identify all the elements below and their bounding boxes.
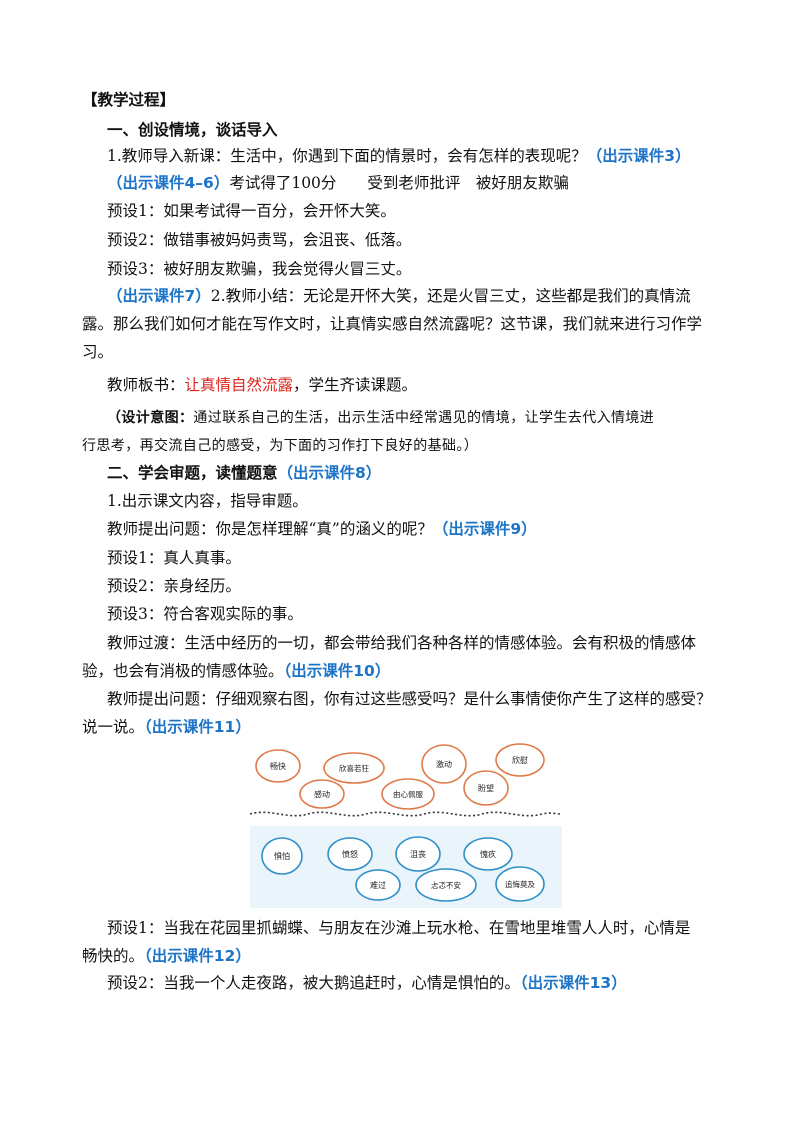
section1-paragraph2: （出示课件4–6）考试得了100分 受到老师批评 被好朋友欺骗 — [107, 172, 569, 194]
question-text: 教师提出问题：你是怎样理解“真”的涵义的呢？ — [107, 520, 433, 538]
negative-emotion-bubble — [355, 869, 401, 901]
paragraph-text: 验，也会有消极的情感体验。 — [82, 662, 284, 680]
emotion-label: 感动 — [314, 789, 330, 799]
preset-2: 预设2：做错事被妈妈责骂，会沮丧、低落。 — [107, 231, 412, 249]
preset-3: 预设3：被好朋友欺骗，我会觉得火冒三丈。 — [107, 260, 412, 278]
courseware-tag: （出示课件11） — [144, 718, 251, 736]
answer-2: 预设2：当我一个人走夜路，被大鹅追赶时，心情是惧怕的。（出示课件13） — [107, 972, 627, 994]
answer-preset-2: 预设2：亲身经历。 — [107, 577, 241, 595]
question-1: 教师提出问题：你是怎样理解“真”的涵义的呢？（出示课件9） — [107, 518, 537, 540]
emotion-label: 欣慰 — [512, 755, 528, 765]
section2-title-row: 二、学会审题，读懂题意（出示课件8） — [107, 462, 381, 484]
negative-emotion-bubble — [327, 837, 373, 871]
emotion-label: 愧疚 — [480, 849, 496, 859]
question-2-line1: 教师提出问题：仔细观察右图，你有过这些感受吗？是什么事情使你产生了这样的感受？ — [107, 690, 712, 708]
emotion-label: 畅快 — [270, 761, 286, 771]
negative-emotion-bubble — [463, 837, 513, 871]
design-intent-label: （设计意图： — [107, 410, 194, 426]
board-prefix: 教师板书： — [107, 376, 185, 394]
wave-divider — [250, 811, 562, 817]
courseware-tag: （出示课件12） — [144, 947, 251, 965]
teacher-transition-line2: 验，也会有消极的情感体验。（出示课件10） — [82, 660, 390, 682]
courseware-tag: （出示课件3） — [586, 147, 691, 165]
lesson-title: 让真情自然流露 — [184, 376, 294, 394]
courseware-tag: （出示课件10） — [283, 662, 391, 680]
section2-paragraph1: 1.出示课文内容，指导审题。 — [107, 492, 308, 510]
emotion-label: 欣喜若狂 — [339, 763, 369, 773]
design-intent-line2: 行思考，再交流自己的感受，为下面的习作打下良好的基础。） — [82, 438, 479, 454]
paragraph-text: 1.教师导入新课：生活中，你遇到下面的情景时，会有怎样的表现呢？ — [107, 147, 587, 165]
positive-emotion-bubble — [421, 744, 467, 784]
emotion-label: 追悔莫及 — [505, 879, 535, 889]
negative-emotion-bubble — [261, 837, 303, 875]
answer-1-line2: 畅快的。（出示课件12） — [82, 945, 251, 967]
design-intent-line1: （设计意图：通过联系自己的生活，出示生活中经常遇见的情境，让学生去代入情境进 — [107, 407, 654, 429]
teacher-summary-line2: 露。那么我们如何才能在写作文时，让真情实感自然流露呢？这节课，我们就来进行习作学 — [82, 315, 703, 333]
question-2-line2: 说一说。（出示课件11） — [82, 716, 251, 738]
emotion-label: 愤怒 — [342, 849, 358, 859]
section2-title: 二、学会审题，读懂题意 — [107, 464, 278, 482]
emotion-label: 沮丧 — [410, 850, 426, 859]
section1-paragraph1: 1.教师导入新课：生活中，你遇到下面的情景时，会有怎样的表现呢？（出示课件3） — [107, 145, 691, 167]
emotion-label: 激动 — [436, 759, 452, 769]
positive-emotion-bubble — [381, 778, 435, 810]
positive-emotion-bubble — [323, 752, 385, 784]
emotion-label: 惧怕 — [274, 851, 290, 861]
scenario-list: 考试得了100分 受到老师批评 被好朋友欺骗 — [229, 174, 569, 192]
emotion-label: 盼望 — [478, 783, 494, 793]
paragraph-text: 畅快的。 — [82, 947, 145, 965]
answer-preset-3: 预设3：符合客观实际的事。 — [107, 605, 303, 623]
board-suffix: ，学生齐读课题。 — [293, 376, 418, 394]
paragraph-text: 说一说。 — [82, 718, 145, 736]
negative-emotion-bubble — [395, 836, 441, 872]
positive-emotion-bubble — [255, 749, 301, 783]
paragraph-text: 2.教师小结：无论是开怀大笑，还是火冒三丈，这些都是我们的真情流 — [210, 287, 691, 305]
negative-emotion-bubble — [495, 866, 545, 902]
emotion-label: 由心佩服 — [393, 789, 423, 799]
teacher-summary-line3: 习。 — [82, 343, 114, 361]
negative-emotion-bubble — [415, 868, 477, 902]
courseware-tag: （出示课件13） — [519, 974, 627, 992]
section1-title: 一、创设情境，谈话导入 — [107, 121, 278, 139]
answer-1-line1: 预设1：当我在花园里抓蝴蝶、与朋友在沙滩上玩水枪、在雪地里堆雪人人时，心情是 — [107, 919, 691, 937]
design-intent-text: 通过联系自己的生活，出示生活中经常遇见的情境，让学生去代入情境进 — [193, 410, 655, 426]
teacher-transition-line1: 教师过渡：生活中经历的一切，都会带给我们各种各样的情感体验。会有积极的情感体 — [107, 634, 697, 652]
positive-emotion-bubble — [495, 743, 545, 777]
courseware-tag: （出示课件7） — [107, 287, 211, 305]
emotion-label: 忐忑不安 — [431, 880, 461, 890]
positive-emotion-bubble — [299, 779, 345, 809]
courseware-tag: （出示课件9） — [432, 520, 537, 538]
preset-1: 预设1：如果考试得一百分，会开怀大笑。 — [107, 202, 396, 220]
courseware-tag: （出示课件4–6） — [107, 174, 230, 192]
paragraph-text: 预设2：当我一个人走夜路，被大鹅追赶时，心情是惧怕的。 — [107, 974, 520, 992]
board-writing: 教师板书：让真情自然流露，学生齐读课题。 — [107, 374, 417, 396]
section-heading: 【教学过程】 — [82, 91, 176, 109]
answer-preset-1: 预设1：真人真事。 — [107, 549, 241, 567]
positive-emotion-bubble — [463, 770, 509, 806]
emotion-label: 难过 — [370, 880, 386, 890]
courseware-tag: （出示课件8） — [277, 464, 382, 482]
teacher-summary-line1: （出示课件7）2.教师小结：无论是开怀大笑，还是火冒三丈，这些都是我们的真情流 — [107, 285, 691, 307]
